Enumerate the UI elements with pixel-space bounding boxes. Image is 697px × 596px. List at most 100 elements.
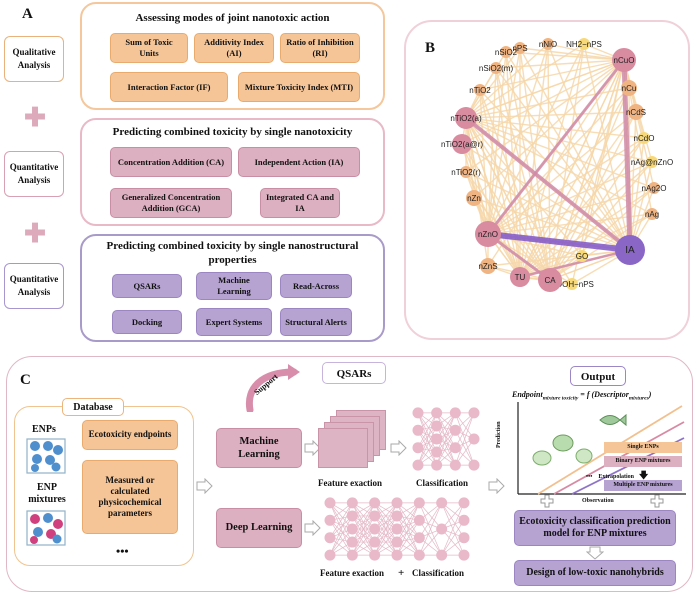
nn-node <box>449 442 461 454</box>
nn-node <box>346 523 358 535</box>
network-edge <box>465 117 653 215</box>
chip-structural-alerts: Structural Alerts <box>280 308 352 336</box>
nn-connection <box>329 502 353 543</box>
network-node-circle <box>474 84 486 96</box>
network-edge-strong <box>464 116 632 252</box>
ecotoxicity-endpoints-chip: Ecotoxicity endpoints <box>82 420 178 450</box>
network-node-circle <box>455 107 477 129</box>
plus-icon: ✚ <box>24 101 46 132</box>
nn-node <box>431 407 443 419</box>
nn-node <box>431 433 443 445</box>
nn-node <box>413 549 425 561</box>
nn-connection <box>329 528 353 556</box>
chip-sum-toxic-units: Sum of Toxic Units <box>110 33 188 63</box>
nn-connection <box>352 528 375 556</box>
nn-node <box>458 514 470 526</box>
nn-node <box>369 536 381 548</box>
network-node-circle <box>475 221 501 247</box>
network-node-label: COOH−nPS <box>550 280 594 289</box>
legend-multiple-mixtures: Multiple ENP mixtures <box>604 480 682 491</box>
panel-c-frame <box>6 356 693 592</box>
nn-node <box>468 459 480 471</box>
nn-connection <box>455 412 475 448</box>
nn-connection <box>441 502 465 556</box>
chip-docking: Docking <box>112 310 182 334</box>
nn-node <box>369 510 381 522</box>
nn-node <box>468 407 480 419</box>
arrow-icon <box>304 520 321 536</box>
network-node-label: nAg@nZnO <box>631 158 673 167</box>
nn-connection <box>396 502 420 530</box>
network-node-label: nCu <box>622 84 637 93</box>
machine-learning-box: Machine Learning <box>216 428 302 468</box>
enps-particles-icon <box>26 438 66 474</box>
nn-connection <box>455 412 475 466</box>
feature-card <box>318 428 368 468</box>
nn-connection <box>417 412 437 453</box>
deep-learning-box: Deep Learning <box>216 508 302 548</box>
nn-node <box>431 446 443 458</box>
network-node-circle <box>612 48 636 72</box>
network-node-circle <box>621 80 637 96</box>
side-label-qualitative: Qualitative Analysis <box>4 36 64 82</box>
network-node-label: nCdO <box>634 134 655 143</box>
network-node: nCu <box>621 80 637 96</box>
section-title: Assessing modes of joint nanotoxic actio… <box>135 12 330 24</box>
network-node-label: nNiO <box>539 40 557 49</box>
section-nanostructural: Predicting combined toxicity by single n… <box>80 234 385 342</box>
legend-extrapolation-text: Extrapolation <box>598 474 634 480</box>
nn-node <box>391 523 403 535</box>
nn-connection <box>374 515 398 556</box>
nn-node <box>436 497 448 509</box>
support-arrow-icon <box>245 364 300 412</box>
nn-connection <box>374 502 398 530</box>
network-edge <box>487 43 549 235</box>
nn-node <box>346 510 358 522</box>
chip-qsars: QSARs <box>112 274 182 298</box>
plus-connector-icon <box>540 494 554 508</box>
section-single-nanotoxicity: Predicting combined toxicity by single n… <box>80 118 385 226</box>
organism-icons <box>532 413 627 466</box>
chip-interaction-factor: Interaction Factor (IF) <box>110 72 228 102</box>
nn-node <box>346 549 358 561</box>
panel-b-frame <box>404 20 690 340</box>
arrow-icon <box>390 440 407 456</box>
nn-node <box>458 532 470 544</box>
network-node-label: nZnS <box>478 262 497 271</box>
nn-connection <box>419 528 442 556</box>
network-node-circle <box>514 42 526 54</box>
nn-node <box>324 549 336 561</box>
network-edge <box>465 117 475 199</box>
neural-network-icon <box>412 407 480 471</box>
network-edge <box>473 59 625 199</box>
network-node: nAg <box>645 208 659 220</box>
network-edge <box>479 89 489 235</box>
database-ellipsis: ••• <box>116 544 129 558</box>
nn-connection <box>441 528 465 556</box>
nn-connection <box>374 502 398 543</box>
network-node: nCuO <box>612 48 636 72</box>
nn-node <box>458 497 470 509</box>
nn-connection <box>396 502 420 543</box>
formula-eq: = f (Descriptor <box>578 390 629 399</box>
chip-machine-learning: Machine Learning <box>196 272 272 300</box>
network-node-circle <box>466 190 482 206</box>
network-edge <box>465 117 645 139</box>
network-edge <box>465 47 521 119</box>
nn-connection <box>374 528 398 556</box>
network-node: nSiO2(m) <box>479 62 513 74</box>
network-node: IA <box>615 235 645 265</box>
nn-node <box>369 497 381 509</box>
down-arrow-icon: 🡇 <box>638 470 649 480</box>
network-node-label: nAg <box>645 210 659 219</box>
feature-exaction-label: Feature exaction <box>318 478 383 488</box>
nn-node <box>413 497 425 509</box>
legend-binary-mixtures: Binary ENP mixtures <box>604 456 682 467</box>
network-node-label: CA <box>544 276 556 285</box>
network-node-label: nTiO2(a@r) <box>441 140 483 149</box>
network-node-circle <box>648 182 660 194</box>
network-edge <box>519 47 625 61</box>
formula-close: ) <box>648 390 652 399</box>
nn-node <box>436 549 448 561</box>
nn-connection <box>329 515 353 556</box>
